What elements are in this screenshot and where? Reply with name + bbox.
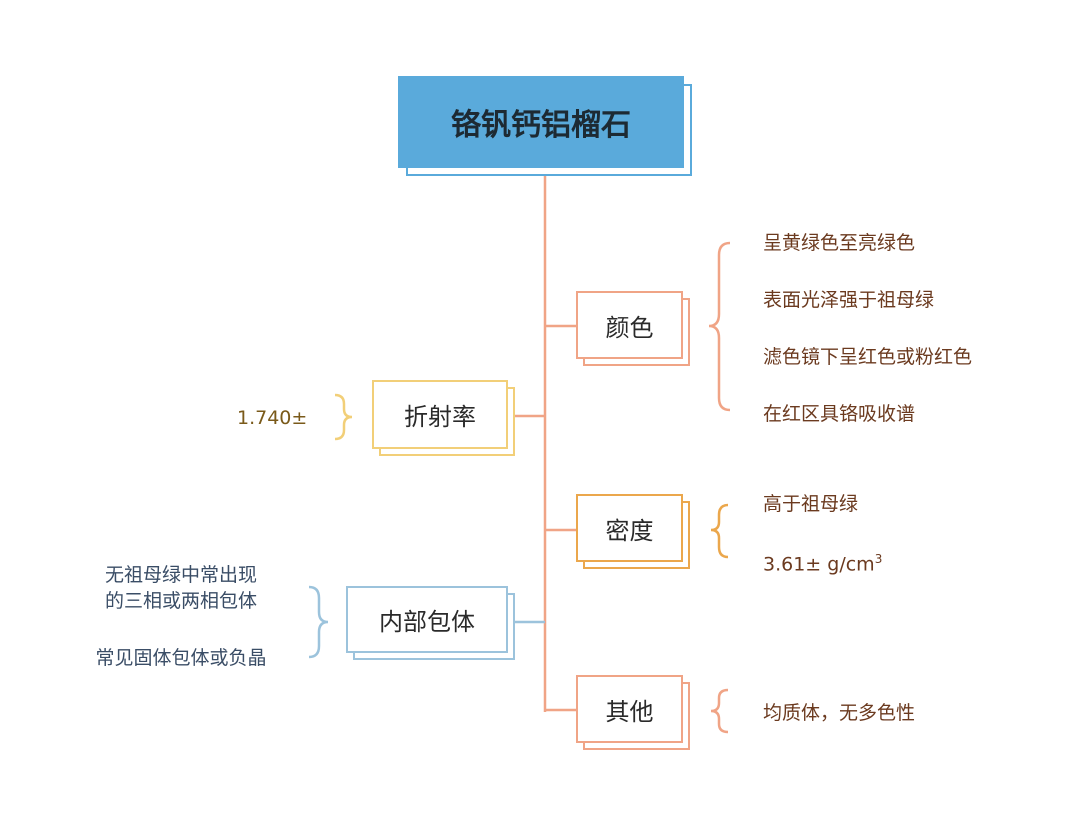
density-node-box: 密度 — [576, 494, 683, 562]
other-node-box: 其他 — [576, 675, 683, 743]
other-item-1: 均质体，无多色性 — [763, 702, 916, 724]
inclusions-item-2: 常见固体包体或负晶 — [95, 647, 267, 669]
refraction-item-1: 1.740± — [237, 407, 308, 429]
color-brace — [708, 241, 731, 412]
inclusions-item-1-line-2: 的三相或两相包体 — [104, 590, 257, 612]
color-item-4: 在红区具铬吸收谱 — [763, 403, 916, 425]
title-node-box: 铬钒钙铝榴石 — [398, 76, 684, 168]
inclusions-brace — [308, 585, 329, 659]
inclusions-node-box: 内部包体 — [346, 586, 508, 653]
inclusions-node-label: 内部包体 — [379, 608, 475, 636]
inclusions-item-1: 无祖母绿中常出现 的三相或两相包体 — [86, 562, 276, 614]
other-node-label: 其他 — [605, 697, 654, 726]
density-brace — [710, 503, 729, 559]
density-value: 3.61± g/cm — [763, 553, 875, 576]
refraction-brace — [334, 393, 353, 441]
inclusions-item-1-line-1: 无祖母绿中常出现 — [104, 564, 257, 586]
title-text: 铬钒钙铝榴石 — [451, 108, 631, 143]
density-item-1: 高于祖母绿 — [763, 493, 859, 515]
density-node-label: 密度 — [605, 516, 654, 545]
color-item-3: 滤色镜下呈红色或粉红色 — [763, 346, 973, 368]
refraction-node-box: 折射率 — [372, 380, 508, 449]
other-brace — [710, 688, 729, 734]
color-node-label: 颜色 — [605, 313, 654, 342]
color-item-2: 表面光泽强于祖母绿 — [763, 289, 935, 311]
refraction-node-label: 折射率 — [404, 403, 476, 431]
density-item-2: 3.61± g/cm3 — [763, 546, 882, 577]
density-unit-exponent: 3 — [874, 552, 883, 566]
color-node-box: 颜色 — [576, 291, 683, 359]
color-item-1: 呈黄绿色至亮绿色 — [763, 232, 916, 254]
